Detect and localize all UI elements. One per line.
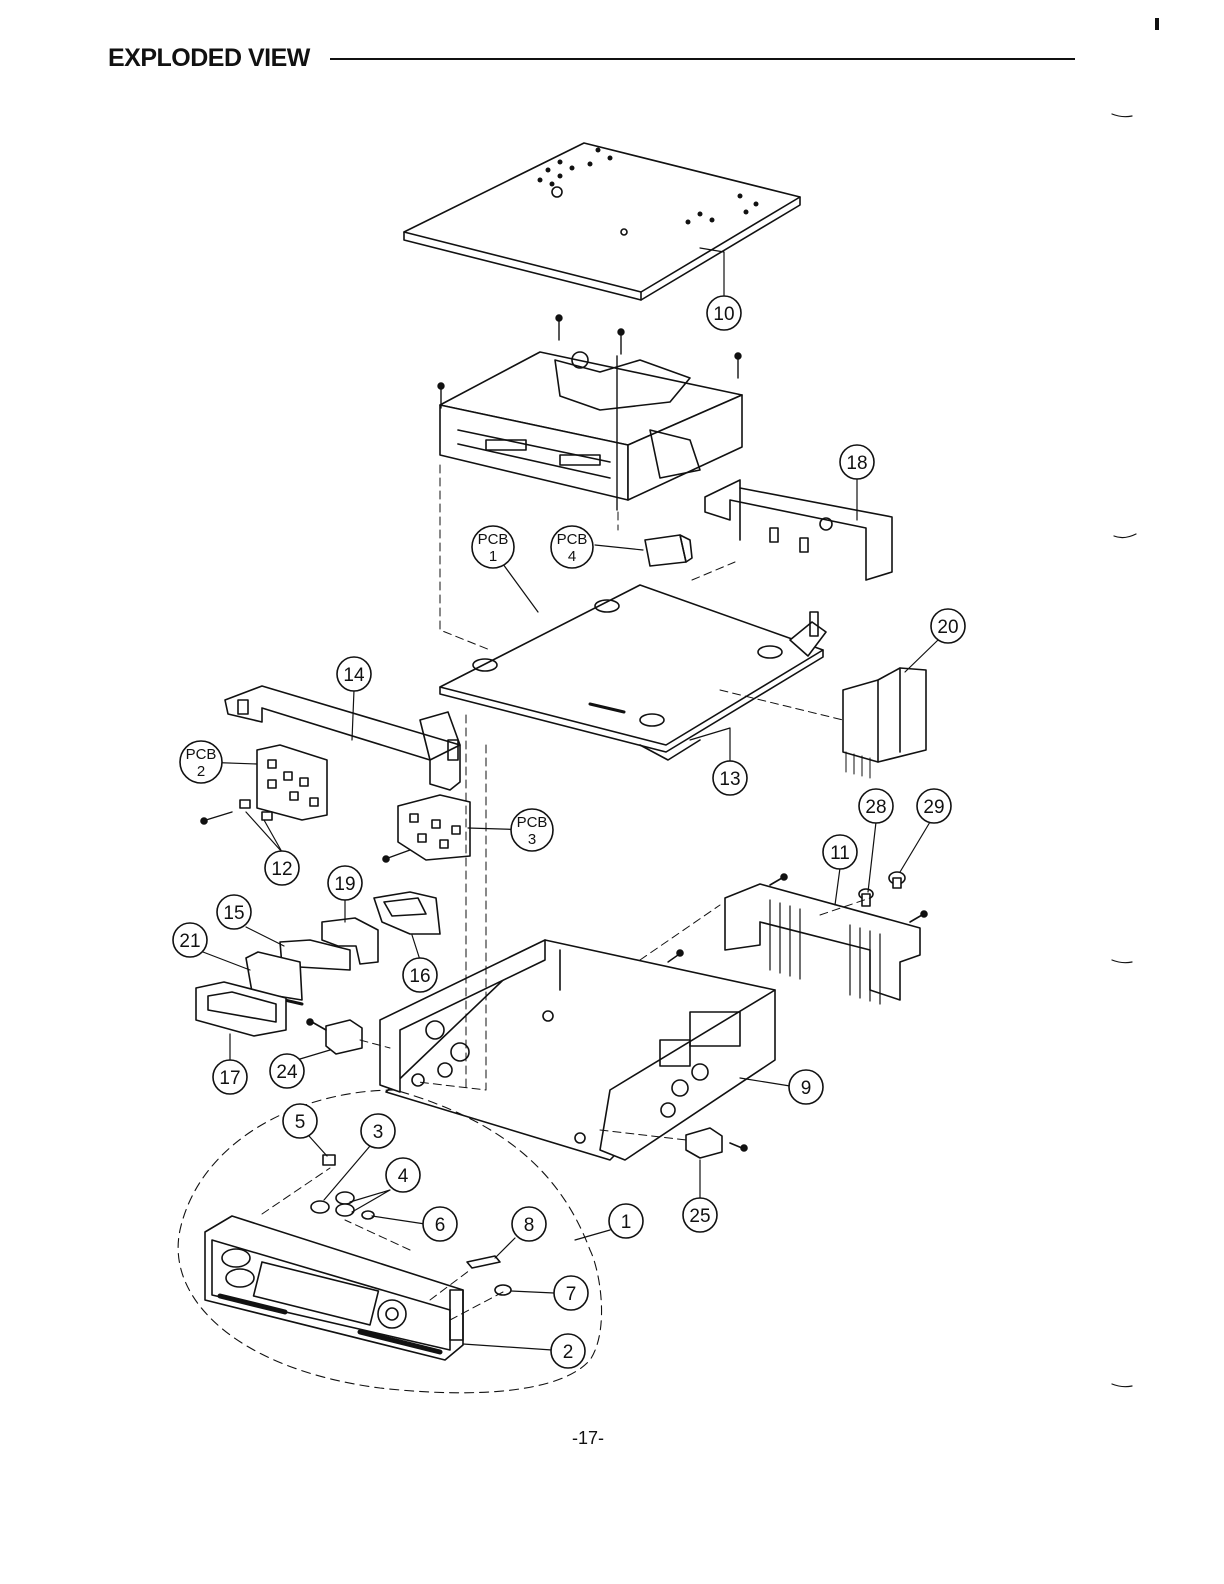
pcb4-connector-part [645, 535, 692, 566]
switch-24-part [307, 1019, 362, 1054]
top-cover-part [404, 143, 800, 300]
callout-6: 6 [423, 1207, 457, 1241]
callout-17: 17 [213, 1060, 247, 1094]
edge-scan-marks [1112, 114, 1136, 1387]
svg-text:4: 4 [568, 548, 576, 565]
svg-text:13: 13 [719, 769, 740, 790]
svg-text:4: 4 [398, 1166, 409, 1187]
svg-text:8: 8 [524, 1215, 535, 1236]
callout-3: 3 [361, 1114, 395, 1148]
callout-18: 18 [840, 445, 874, 479]
callout-19: 19 [328, 866, 362, 900]
callout-15: 15 [217, 895, 251, 929]
bracket-18-part [705, 480, 892, 580]
page-number: -17- [572, 1428, 604, 1449]
svg-text:16: 16 [409, 966, 430, 987]
svg-text:PCB: PCB [186, 746, 217, 763]
svg-text:7: 7 [566, 1284, 577, 1305]
svg-text:19: 19 [334, 874, 355, 895]
heatsink-11-part [725, 874, 927, 1004]
svg-text:21: 21 [179, 931, 200, 952]
svg-text:28: 28 [865, 797, 886, 818]
svg-text:2: 2 [563, 1342, 574, 1363]
svg-text:12: 12 [271, 859, 292, 880]
svg-text:17: 17 [219, 1068, 240, 1089]
callout-pcb2: PCB 2 [180, 741, 222, 783]
svg-text:18: 18 [846, 453, 867, 474]
svg-text:3: 3 [373, 1122, 384, 1143]
svg-text:PCB: PCB [517, 814, 548, 831]
svg-text:PCB: PCB [478, 531, 509, 548]
callout-pcb4: PCB 4 [551, 526, 593, 568]
lcd-part-16 [374, 892, 440, 934]
callout-21: 21 [173, 923, 207, 957]
main-chassis-part [380, 940, 775, 1160]
callout-14: 14 [337, 657, 371, 691]
front-panel-part [205, 1216, 463, 1360]
svg-text:1: 1 [489, 548, 497, 565]
callout-pcb1: PCB 1 [472, 526, 514, 568]
switch-25-part [686, 1128, 747, 1158]
svg-text:29: 29 [923, 797, 944, 818]
svg-text:5: 5 [295, 1112, 306, 1133]
callout-10: 10 [707, 296, 741, 330]
module-20-part [843, 668, 926, 778]
svg-text:3: 3 [528, 831, 536, 848]
callout-28: 28 [859, 789, 893, 823]
callout-11: 11 [823, 835, 857, 869]
callout-5: 5 [283, 1104, 317, 1138]
callout-29: 29 [917, 789, 951, 823]
svg-text:6: 6 [435, 1215, 446, 1236]
svg-text:1: 1 [621, 1212, 632, 1233]
svg-text:20: 20 [937, 617, 958, 638]
svg-text:24: 24 [276, 1062, 298, 1083]
pcb2-board-part [240, 745, 327, 820]
callout-13: 13 [713, 761, 747, 795]
callout-7: 7 [554, 1276, 588, 1310]
callout-1: 1 [609, 1204, 643, 1238]
connector-28-part [859, 889, 873, 906]
callout-12: 12 [265, 851, 299, 885]
callout-8: 8 [512, 1207, 546, 1241]
svg-text:PCB: PCB [557, 531, 588, 548]
callout-25: 25 [683, 1198, 717, 1232]
callout-9: 9 [789, 1070, 823, 1104]
callout-20: 20 [931, 609, 965, 643]
svg-text:25: 25 [689, 1206, 710, 1227]
main-pcb-part [440, 585, 826, 760]
callout-4: 4 [386, 1158, 420, 1192]
callout-16: 16 [403, 958, 437, 992]
svg-text:15: 15 [223, 903, 244, 924]
svg-text:11: 11 [830, 843, 850, 864]
svg-text:10: 10 [713, 304, 734, 325]
callout-24: 24 [270, 1054, 304, 1088]
callout-pcb3: PCB 3 [511, 809, 553, 851]
svg-text:2: 2 [197, 763, 205, 780]
cd-mechanism-part [440, 352, 742, 500]
cap-29-part [889, 872, 905, 888]
callout-2: 2 [551, 1334, 585, 1368]
svg-text:9: 9 [801, 1078, 812, 1099]
svg-text:14: 14 [343, 665, 365, 686]
